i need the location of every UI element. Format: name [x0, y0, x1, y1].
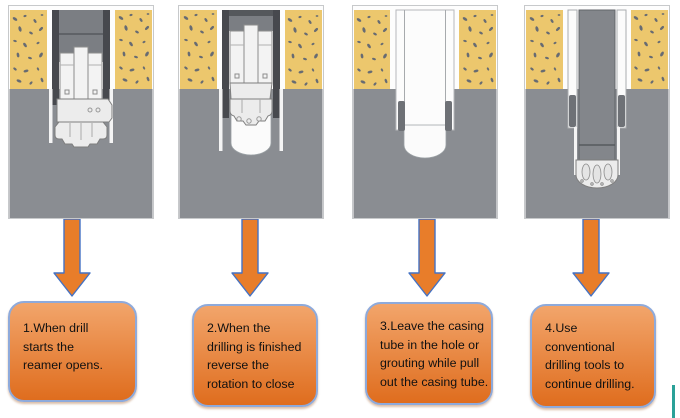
step-1-caption: 1.When drill starts the reamer opens. [23, 321, 103, 373]
step-3-caption: 3.Leave the casing tube in the hole or g… [380, 319, 489, 389]
down-arrow-icon [53, 219, 91, 297]
step-3-illustration [352, 5, 498, 219]
step-4-illustration [524, 5, 670, 219]
step-1-caption-box: 1.When drill starts the reamer opens. [8, 301, 137, 402]
down-arrow-icon [408, 219, 446, 297]
step-2-illustration [178, 5, 324, 219]
step-2-caption-box: 2.When the drilling is finished reverse … [192, 304, 318, 407]
step-4-caption: 4.Use conventional drilling tools to con… [545, 321, 635, 391]
step-1-illustration [8, 5, 154, 219]
step-4-caption-box: 4.Use conventional drilling tools to con… [530, 304, 656, 408]
step-2-caption: 2.When the drilling is finished reverse … [207, 321, 302, 391]
down-arrow-icon [231, 219, 269, 297]
step-3-caption-box: 3.Leave the casing tube in the hole or g… [365, 302, 493, 405]
teal-accent-line [672, 385, 675, 418]
down-arrow-icon [572, 219, 610, 297]
